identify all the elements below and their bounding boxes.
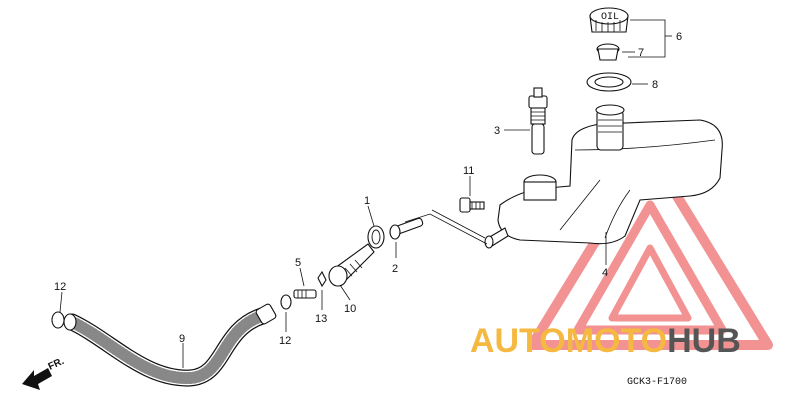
watermark-text: AUTOMOTOHUB bbox=[470, 322, 741, 360]
callout-10: 10 bbox=[344, 303, 356, 315]
callout-11: 11 bbox=[463, 165, 474, 177]
watermark-hub: HUB bbox=[667, 322, 741, 360]
hose-clamp bbox=[367, 205, 385, 249]
callout-1: 1 bbox=[364, 195, 370, 207]
callout-3: 3 bbox=[494, 125, 500, 137]
front-direction-arrow bbox=[22, 368, 52, 390]
callout-7: 7 bbox=[638, 47, 644, 59]
watermark-triangle bbox=[527, 147, 773, 350]
hose-fitting bbox=[293, 267, 317, 299]
watermark-auto: AUTO bbox=[470, 322, 566, 360]
clip bbox=[317, 270, 327, 310]
oil-hose bbox=[63, 303, 277, 387]
rubber-boot bbox=[328, 243, 375, 301]
oil-tank bbox=[484, 104, 723, 265]
callout-13: 13 bbox=[315, 313, 327, 325]
callout-12-upper: 12 bbox=[54, 281, 66, 293]
hose-clamp-small bbox=[280, 294, 292, 332]
diagram-code: GCK3-F1700 bbox=[627, 377, 687, 388]
bolt bbox=[459, 176, 485, 213]
direction-label: FR. bbox=[47, 356, 66, 373]
callout-4: 4 bbox=[602, 267, 608, 279]
o-ring bbox=[586, 72, 632, 92]
oil-cap: OIL bbox=[589, 7, 629, 33]
oil-gauge bbox=[596, 43, 620, 61]
callout-12-lower: 12 bbox=[279, 335, 291, 347]
hose-joint bbox=[389, 217, 424, 258]
callout-2: 2 bbox=[392, 263, 398, 275]
callout-9: 9 bbox=[179, 333, 185, 345]
level-sensor bbox=[504, 87, 548, 155]
callout-5: 5 bbox=[295, 257, 301, 269]
callout-8: 8 bbox=[652, 79, 658, 91]
callout-6: 6 bbox=[676, 31, 682, 43]
hose-clamp-end bbox=[51, 291, 65, 329]
watermark-moto: MOTO bbox=[566, 322, 667, 360]
cap-label: OIL bbox=[601, 12, 619, 23]
